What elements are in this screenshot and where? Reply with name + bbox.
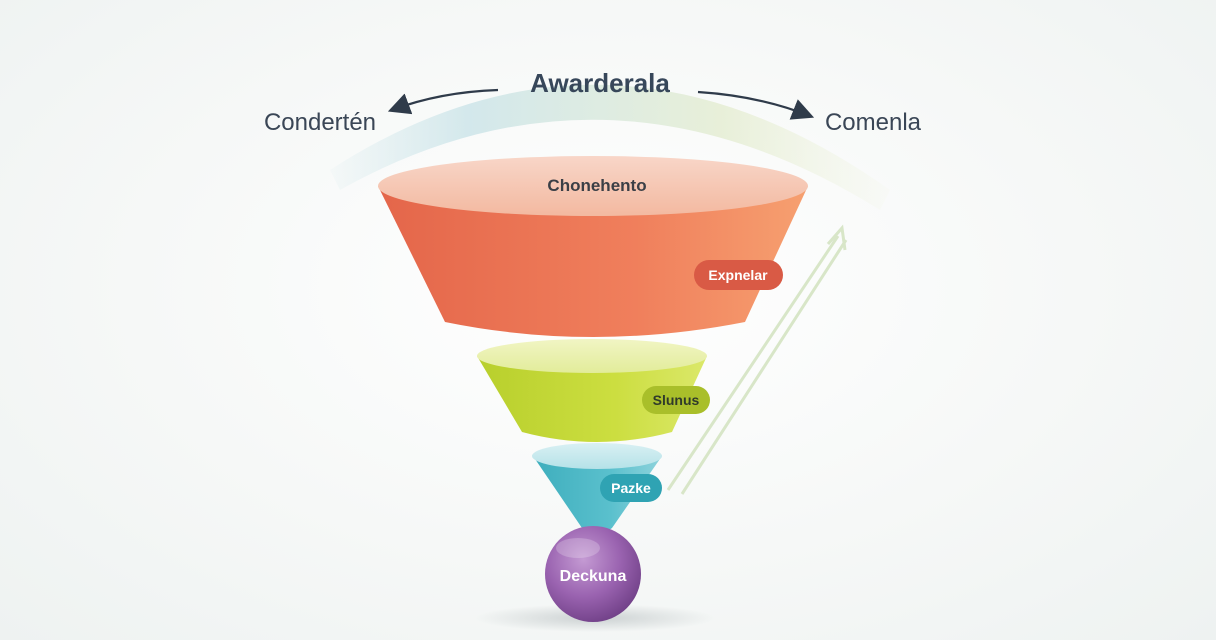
callout-1: Expnelar: [694, 260, 783, 290]
callout-3-label: Pazke: [611, 480, 651, 496]
callout-1-label: Expnelar: [708, 267, 768, 283]
funnel-stage-4: [545, 526, 641, 622]
callout-2-label: Slunus: [653, 392, 700, 408]
right-label: Comenla: [825, 109, 922, 136]
stage-1-label: Chonehento: [547, 176, 646, 195]
callout-2: Slunus: [642, 386, 710, 414]
callout-3: Pazke: [600, 474, 662, 502]
funnel-stage-1: [378, 156, 808, 337]
arrow-right: [697, 90, 815, 120]
stage-4-label: Deckuna: [560, 568, 627, 585]
rising-arrow: [666, 224, 848, 495]
arc-band: [330, 84, 890, 210]
arrow-left: [387, 88, 499, 115]
funnel-stage-2: [477, 339, 707, 442]
arc-title: Awarderala: [530, 68, 670, 98]
left-label: Condertén: [264, 109, 376, 136]
